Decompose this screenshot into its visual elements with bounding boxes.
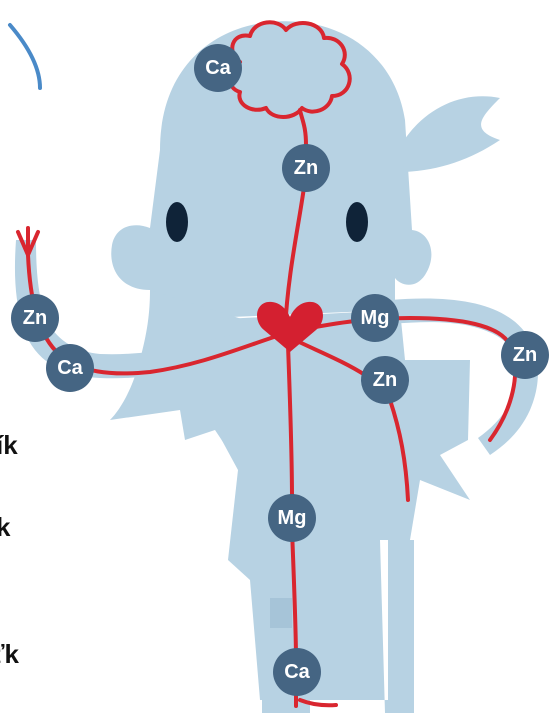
node-right-arm: Zn bbox=[501, 331, 549, 379]
node-neck: Zn bbox=[282, 144, 330, 192]
svg-text:Zn: Zn bbox=[23, 307, 47, 329]
side-fragment-2: k bbox=[0, 512, 11, 542]
node-brain: Ca bbox=[194, 44, 242, 92]
node-chest: Zn bbox=[361, 356, 409, 404]
accent-line bbox=[10, 25, 40, 88]
left-eye bbox=[166, 202, 188, 242]
node-left-hand: Zn bbox=[11, 294, 59, 342]
svg-text:Zn: Zn bbox=[373, 369, 397, 391]
side-fragment-3: ťk bbox=[0, 639, 19, 669]
node-right-shoulder: Mg bbox=[351, 294, 399, 342]
svg-text:Ca: Ca bbox=[284, 661, 310, 683]
svg-text:Zn: Zn bbox=[513, 344, 537, 366]
svg-text:Ca: Ca bbox=[205, 57, 231, 79]
right-eye bbox=[346, 202, 368, 242]
side-fragment-1: ík bbox=[0, 430, 18, 460]
node-leg: Ca bbox=[273, 648, 321, 696]
svg-text:Ca: Ca bbox=[57, 357, 83, 379]
svg-text:Zn: Zn bbox=[294, 157, 318, 179]
node-abdomen: Mg bbox=[268, 494, 316, 542]
svg-text:Mg: Mg bbox=[361, 307, 390, 329]
svg-text:Mg: Mg bbox=[278, 507, 307, 529]
node-left-arm: Ca bbox=[46, 344, 94, 392]
